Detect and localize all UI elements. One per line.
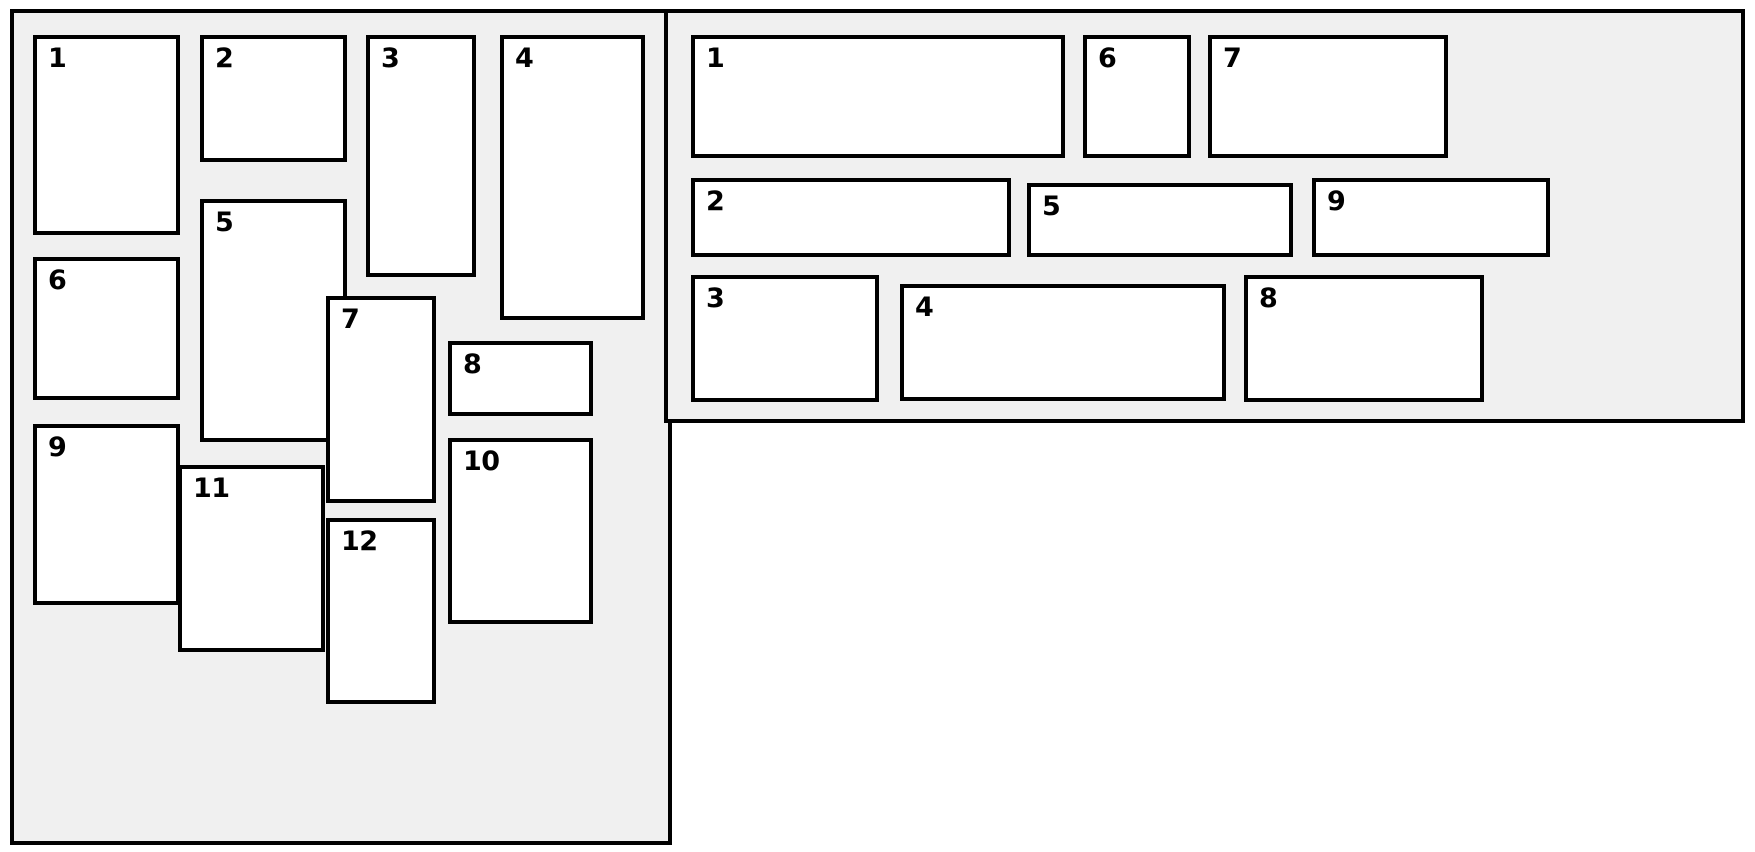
cell-9[interactable]: 9 xyxy=(1312,178,1550,257)
cell-2[interactable]: 2 xyxy=(691,178,1011,257)
cell-7[interactable]: 7 xyxy=(326,296,436,503)
cell-6[interactable]: 6 xyxy=(1083,35,1191,158)
cell-12[interactable]: 12 xyxy=(326,518,436,704)
cell-label: 3 xyxy=(706,283,725,314)
cell-label: 2 xyxy=(215,43,234,74)
cell-8[interactable]: 8 xyxy=(448,341,593,416)
cell-3[interactable]: 3 xyxy=(366,35,476,277)
cell-label: 6 xyxy=(48,265,67,296)
cell-label: 10 xyxy=(463,446,500,477)
cell-label: 7 xyxy=(1223,43,1242,74)
cell-label: 4 xyxy=(915,292,934,323)
cell-label: 11 xyxy=(193,473,230,504)
cell-1[interactable]: 1 xyxy=(691,35,1065,158)
cell-label: 6 xyxy=(1098,43,1117,74)
cell-4[interactable]: 4 xyxy=(900,284,1226,401)
cell-label: 7 xyxy=(341,304,360,335)
cell-label: 5 xyxy=(215,207,234,238)
cell-label: 12 xyxy=(341,526,378,557)
cell-label: 9 xyxy=(48,432,67,463)
cell-5[interactable]: 5 xyxy=(1027,183,1293,257)
cell-8[interactable]: 8 xyxy=(1244,275,1484,402)
cell-4[interactable]: 4 xyxy=(500,35,645,320)
right-panel: 1 6 7 2 5 9 3 4 8 xyxy=(664,9,1745,423)
cell-label: 8 xyxy=(463,349,482,380)
cell-label: 1 xyxy=(706,43,725,74)
cell-label: 9 xyxy=(1327,186,1346,217)
cell-label: 4 xyxy=(515,43,534,74)
cell-label: 8 xyxy=(1259,283,1278,314)
cell-7[interactable]: 7 xyxy=(1208,35,1448,158)
cell-6[interactable]: 6 xyxy=(33,257,180,400)
cell-10[interactable]: 10 xyxy=(448,438,593,624)
cell-label: 5 xyxy=(1042,191,1061,222)
cell-label: 1 xyxy=(48,43,67,74)
cell-label: 3 xyxy=(381,43,400,74)
cell-5[interactable]: 5 xyxy=(200,199,347,442)
cell-3[interactable]: 3 xyxy=(691,275,879,402)
cell-1[interactable]: 1 xyxy=(33,35,180,235)
cell-label: 2 xyxy=(706,186,725,217)
cell-9[interactable]: 9 xyxy=(33,424,180,605)
cell-11[interactable]: 11 xyxy=(178,465,325,652)
cell-2[interactable]: 2 xyxy=(200,35,347,162)
